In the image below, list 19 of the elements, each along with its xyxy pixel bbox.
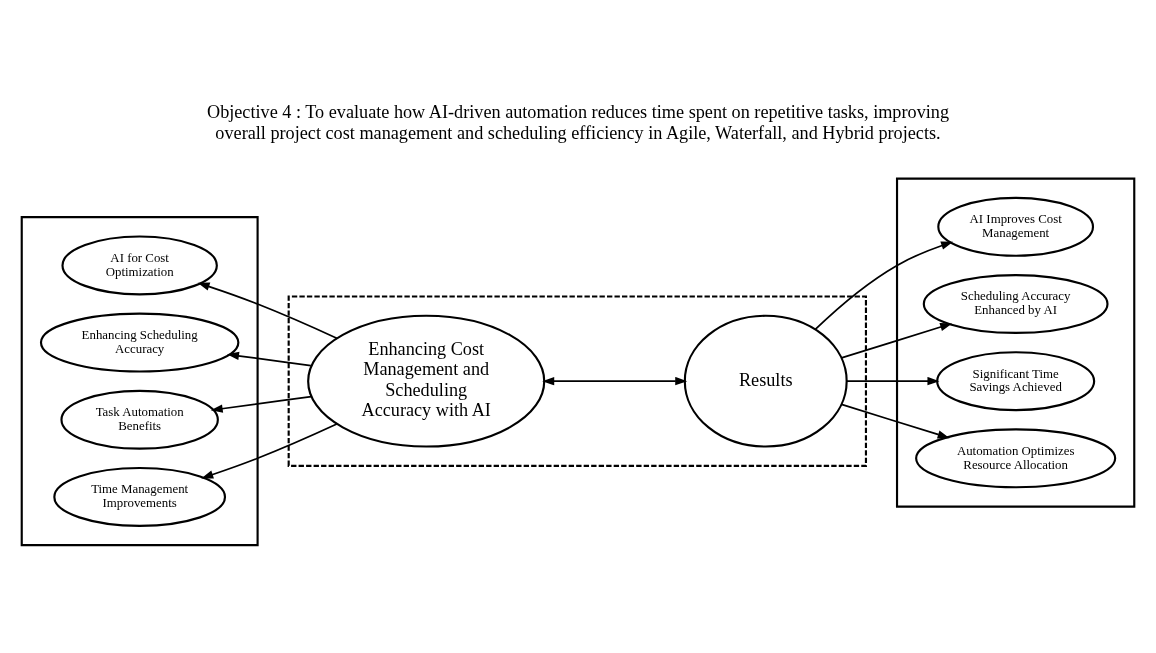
node-ellipse: Task Automation Benefits — [60, 389, 219, 450]
arrow — [814, 241, 954, 331]
arrow — [227, 351, 312, 367]
arrow — [197, 282, 338, 340]
arrow — [201, 423, 338, 479]
arrow — [840, 323, 953, 359]
diagram-title: Objective 4 : To evaluate how AI-driven automation reduces time spent on repetitive tasks, improving overall project cost management and scheduling efficiency in Agile, Waterfall, and Hybrid projects. — [207, 102, 949, 143]
node-ellipse: Results — [683, 314, 848, 448]
cluster — [895, 177, 1136, 508]
cluster — [287, 295, 868, 467]
arrow — [840, 403, 950, 439]
node-ellipse: Time Management Improvements — [53, 466, 227, 527]
node-ellipse: Enhancing Cost Management and Scheduling Accuracy with AI — [307, 314, 546, 448]
arrow — [210, 395, 313, 413]
node-ellipse: AI for Cost Optimization — [61, 235, 218, 296]
cluster — [20, 216, 259, 547]
arrow — [846, 376, 940, 386]
arrow — [542, 376, 688, 386]
node-ellipse: Significant Time Savings Achieved — [936, 351, 1096, 412]
